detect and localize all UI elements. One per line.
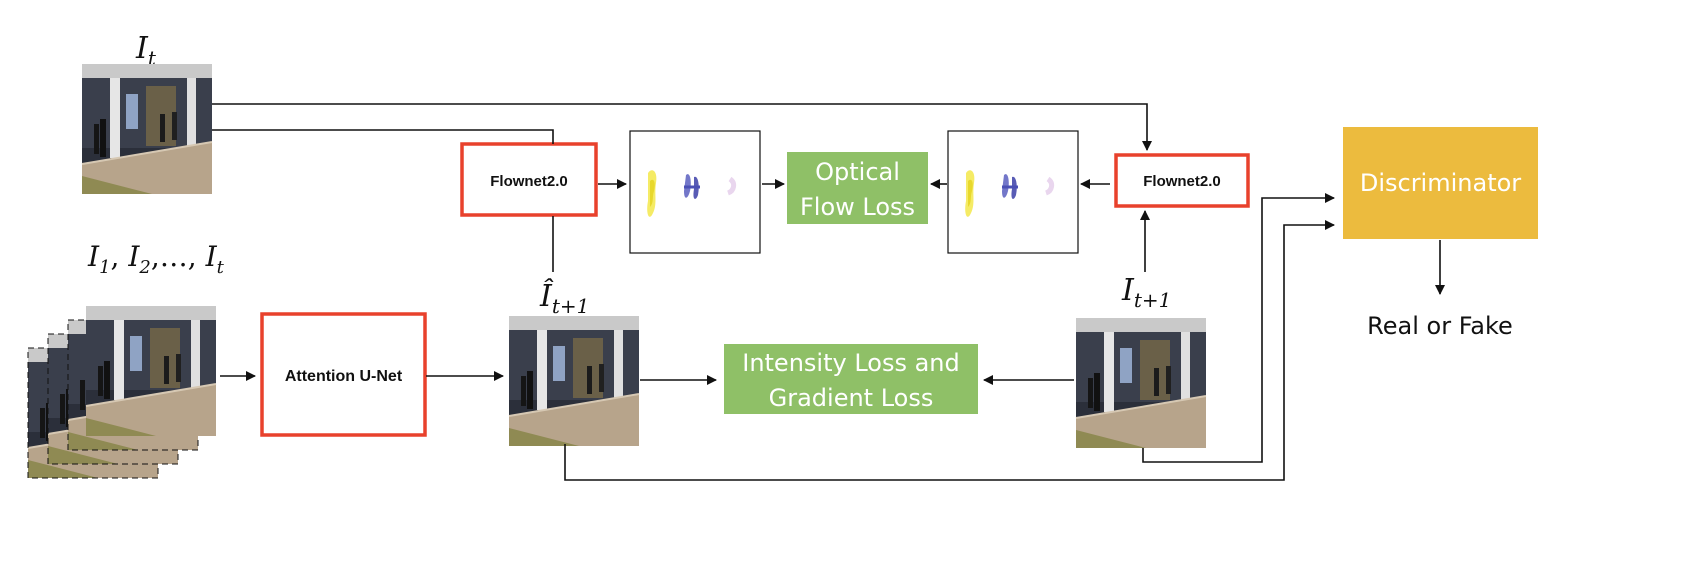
predicted-frame-image	[508, 315, 640, 447]
predicted-flow-map	[630, 131, 760, 253]
optical-flow-loss-line1: Optical	[815, 158, 900, 186]
frame-t-label: It	[135, 31, 157, 70]
input-frame-stack	[27, 305, 217, 479]
frame-sequence-label: I1, I2,…, It	[87, 240, 225, 278]
flownet-right-label: Flownet2.0	[1143, 173, 1221, 190]
real-or-fake-label: Real or Fake	[1367, 312, 1513, 340]
ground-truth-flow-map	[948, 131, 1078, 253]
attention-unet-box: Attention U-Net	[260, 312, 427, 437]
ground-truth-frame-image	[1075, 317, 1207, 449]
attention-unet-label: Attention U-Net	[285, 368, 403, 385]
intensity-loss-line2: Gradient Loss	[769, 384, 934, 412]
ground-truth-frame-label: It+1	[1121, 273, 1171, 312]
optical-flow-loss-box: Optical Flow Loss	[787, 152, 928, 224]
intensity-loss-line1: Intensity Loss and	[742, 349, 960, 377]
predicted-frame-label: Ît+1	[539, 278, 589, 318]
intensity-gradient-loss-box: Intensity Loss and Gradient Loss	[724, 344, 978, 414]
discriminator-box: Discriminator	[1343, 127, 1538, 239]
flownet-left-box: Flownet2.0	[460, 142, 598, 217]
optical-flow-loss-line2: Flow Loss	[800, 193, 915, 221]
discriminator-label: Discriminator	[1360, 169, 1521, 197]
frame-t-image	[81, 63, 213, 195]
flownet-left-label: Flownet2.0	[490, 173, 568, 190]
flownet-right-box: Flownet2.0	[1114, 153, 1250, 208]
